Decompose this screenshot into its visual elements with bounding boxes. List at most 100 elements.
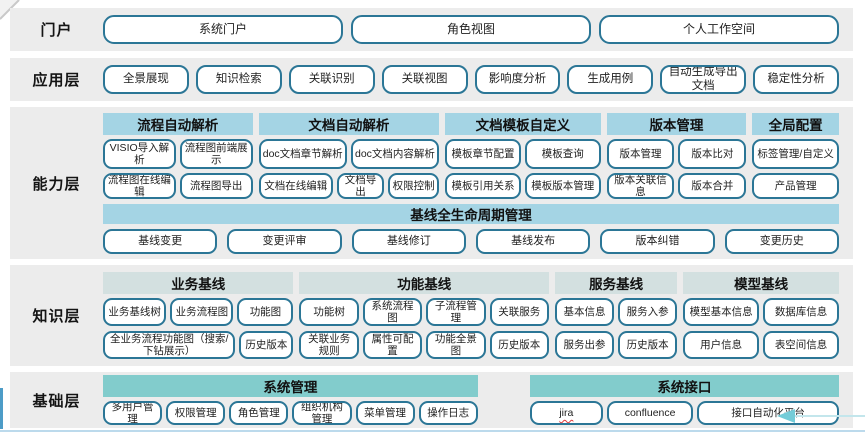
group-row: 标签管理/自定义: [752, 139, 839, 169]
group-row: 关联业务规则属性可配置功能全景图历史版本: [299, 331, 549, 359]
window-left-edge-bar: [0, 388, 3, 429]
application-box: 自动生成导出文档: [660, 65, 747, 94]
group-row: 版本关联信息版本合并: [606, 173, 747, 199]
capability-item-box: 产品管理: [752, 173, 839, 199]
capability-item-box: 模板引用关系: [445, 173, 521, 199]
knowledge-item-box: 用户信息: [683, 331, 760, 359]
group-row: 模型基本信息数据库信息: [683, 298, 840, 326]
knowledge-item-box: 历史版本: [239, 331, 294, 359]
group-header: 文档模板自定义: [445, 113, 601, 135]
baseline-lifecycle-header: 基线全生命周期管理: [103, 204, 839, 224]
capability-item-box: 流程图导出: [179, 173, 253, 199]
capability-group: 文档模板自定义模板章节配置模板查询模板引用关系模板版本管理: [445, 113, 601, 199]
capability-item-box: 版本管理: [606, 139, 675, 169]
group-row: 全业务流程功能图（搜索/下钻展示）历史版本: [103, 331, 294, 359]
baseline-box: 变更评审: [227, 229, 342, 254]
group-row: 业务基线树业务流程图功能图: [103, 298, 294, 326]
group-row: 用户信息表空间信息: [683, 331, 840, 359]
capability-item-box: 模板查询: [524, 139, 601, 169]
application-box: 关联视图: [381, 65, 468, 94]
baseline-box: 基线变更: [103, 229, 218, 254]
group-header: 业务基线: [103, 272, 294, 294]
group-row: 版本管理版本比对: [606, 139, 747, 169]
knowledge-item-box: 关联业务规则: [299, 331, 359, 359]
knowledge-item-box: 服务入参: [618, 298, 678, 326]
group-header: 模型基线: [683, 272, 840, 294]
layer-label-base: 基础层: [32, 392, 81, 410]
capability-item-box: 标签管理/自定义: [752, 139, 839, 169]
capability-item-box: doc文档章节解析: [258, 139, 347, 169]
knowledge-item-box: 关联服务: [489, 298, 549, 326]
knowledge-item-box: 表空间信息: [763, 331, 840, 359]
application-box: 稳定性分析: [753, 65, 839, 94]
knowledge-group: 服务基线基本信息服务入参服务出参历史版本: [554, 272, 678, 359]
base-item-box: 角色管理: [229, 401, 289, 425]
knowledge-item-box: 数据库信息: [763, 298, 840, 326]
portal-buttons: 系统门户角色视图个人工作空间: [103, 15, 839, 44]
base-item-box: 接口自动化平台: [697, 401, 839, 425]
knowledge-item-box: 全业务流程功能图（搜索/下钻展示）: [103, 331, 236, 359]
knowledge-item-box: 基本信息: [554, 298, 615, 326]
base-item-box: confluence: [606, 401, 694, 425]
base-item-box: 菜单管理: [355, 401, 415, 425]
group-row: 模板章节配置模板查询: [445, 139, 601, 169]
baseline-box: 变更历史: [724, 229, 839, 254]
application-box: 知识检索: [195, 65, 282, 94]
baseline-box: 版本纠错: [600, 229, 715, 254]
knowledge-item-box: 功能图: [237, 298, 294, 326]
group-header: 文档自动解析: [258, 113, 440, 135]
knowledge-item-box: 历史版本: [618, 331, 678, 359]
application-box: 影响度分析: [474, 65, 561, 94]
group-row: 服务出参历史版本: [554, 331, 678, 359]
capability-item-box: 版本合并: [678, 173, 747, 199]
group-header: 服务基线: [554, 272, 678, 294]
group-row: 文档在线编辑文档导出权限控制: [258, 173, 440, 199]
group-row: 基本信息服务入参: [554, 298, 678, 326]
base-item-box: 组织机构管理: [292, 401, 352, 425]
layer-band-knowledge: 知识层 业务基线业务基线树业务流程图功能图全业务流程功能图（搜索/下钻展示）历史…: [10, 265, 853, 366]
knowledge-item-box: 子流程管理: [426, 298, 486, 326]
application-box: 关联识别: [288, 65, 375, 94]
portal-box: 系统门户: [103, 15, 343, 44]
capability-item-box: 版本比对: [678, 139, 747, 169]
group-header: 流程自动解析: [103, 113, 253, 135]
knowledge-item-box: 功能全景图: [426, 331, 486, 359]
group-row: 模板引用关系模板版本管理: [445, 173, 601, 199]
capability-item-box: 流程图在线编辑: [103, 173, 176, 199]
capability-item-box: 版本关联信息: [606, 173, 675, 199]
baseline-lifecycle-buttons: 基线变更变更评审基线修订基线发布版本纠错变更历史: [103, 229, 839, 254]
knowledge-content: 业务基线业务基线树业务流程图功能图全业务流程功能图（搜索/下钻展示）历史版本功能…: [103, 272, 840, 359]
capability-group: 版本管理版本管理版本比对版本关联信息版本合并: [606, 113, 747, 199]
knowledge-item-box: 历史版本: [489, 331, 549, 359]
knowledge-item-box: 功能树: [299, 298, 359, 326]
knowledge-item-box: 系统流程图: [362, 298, 423, 326]
baseline-box: 基线修订: [351, 229, 466, 254]
application-buttons: 全景展现知识检索关联识别关联视图影响度分析生成用例自动生成导出文档稳定性分析: [103, 65, 839, 94]
window-bottom-line: [0, 430, 865, 432]
group-row: 流程图在线编辑流程图导出: [103, 173, 253, 199]
group-header: 全局配置: [752, 113, 839, 135]
application-box: 生成用例: [567, 65, 654, 94]
group-header: 系统接口: [529, 375, 839, 397]
application-box: 全景展现: [103, 65, 189, 94]
capability-item-box: 模板章节配置: [445, 139, 521, 169]
group-row: 多用户管理权限管理角色管理组织机构管理菜单管理操作日志: [103, 401, 478, 425]
capability-item-box: 文档导出: [337, 173, 385, 199]
layer-label-capability: 能力层: [32, 175, 81, 193]
capability-item-box: 权限控制: [388, 173, 440, 199]
knowledge-group: 业务基线业务基线树业务流程图功能图全业务流程功能图（搜索/下钻展示）历史版本: [103, 272, 294, 359]
left-arrow-icon: [777, 409, 865, 423]
portal-box: 角色视图: [351, 15, 591, 44]
base-item-box: 多用户管理: [103, 401, 163, 425]
